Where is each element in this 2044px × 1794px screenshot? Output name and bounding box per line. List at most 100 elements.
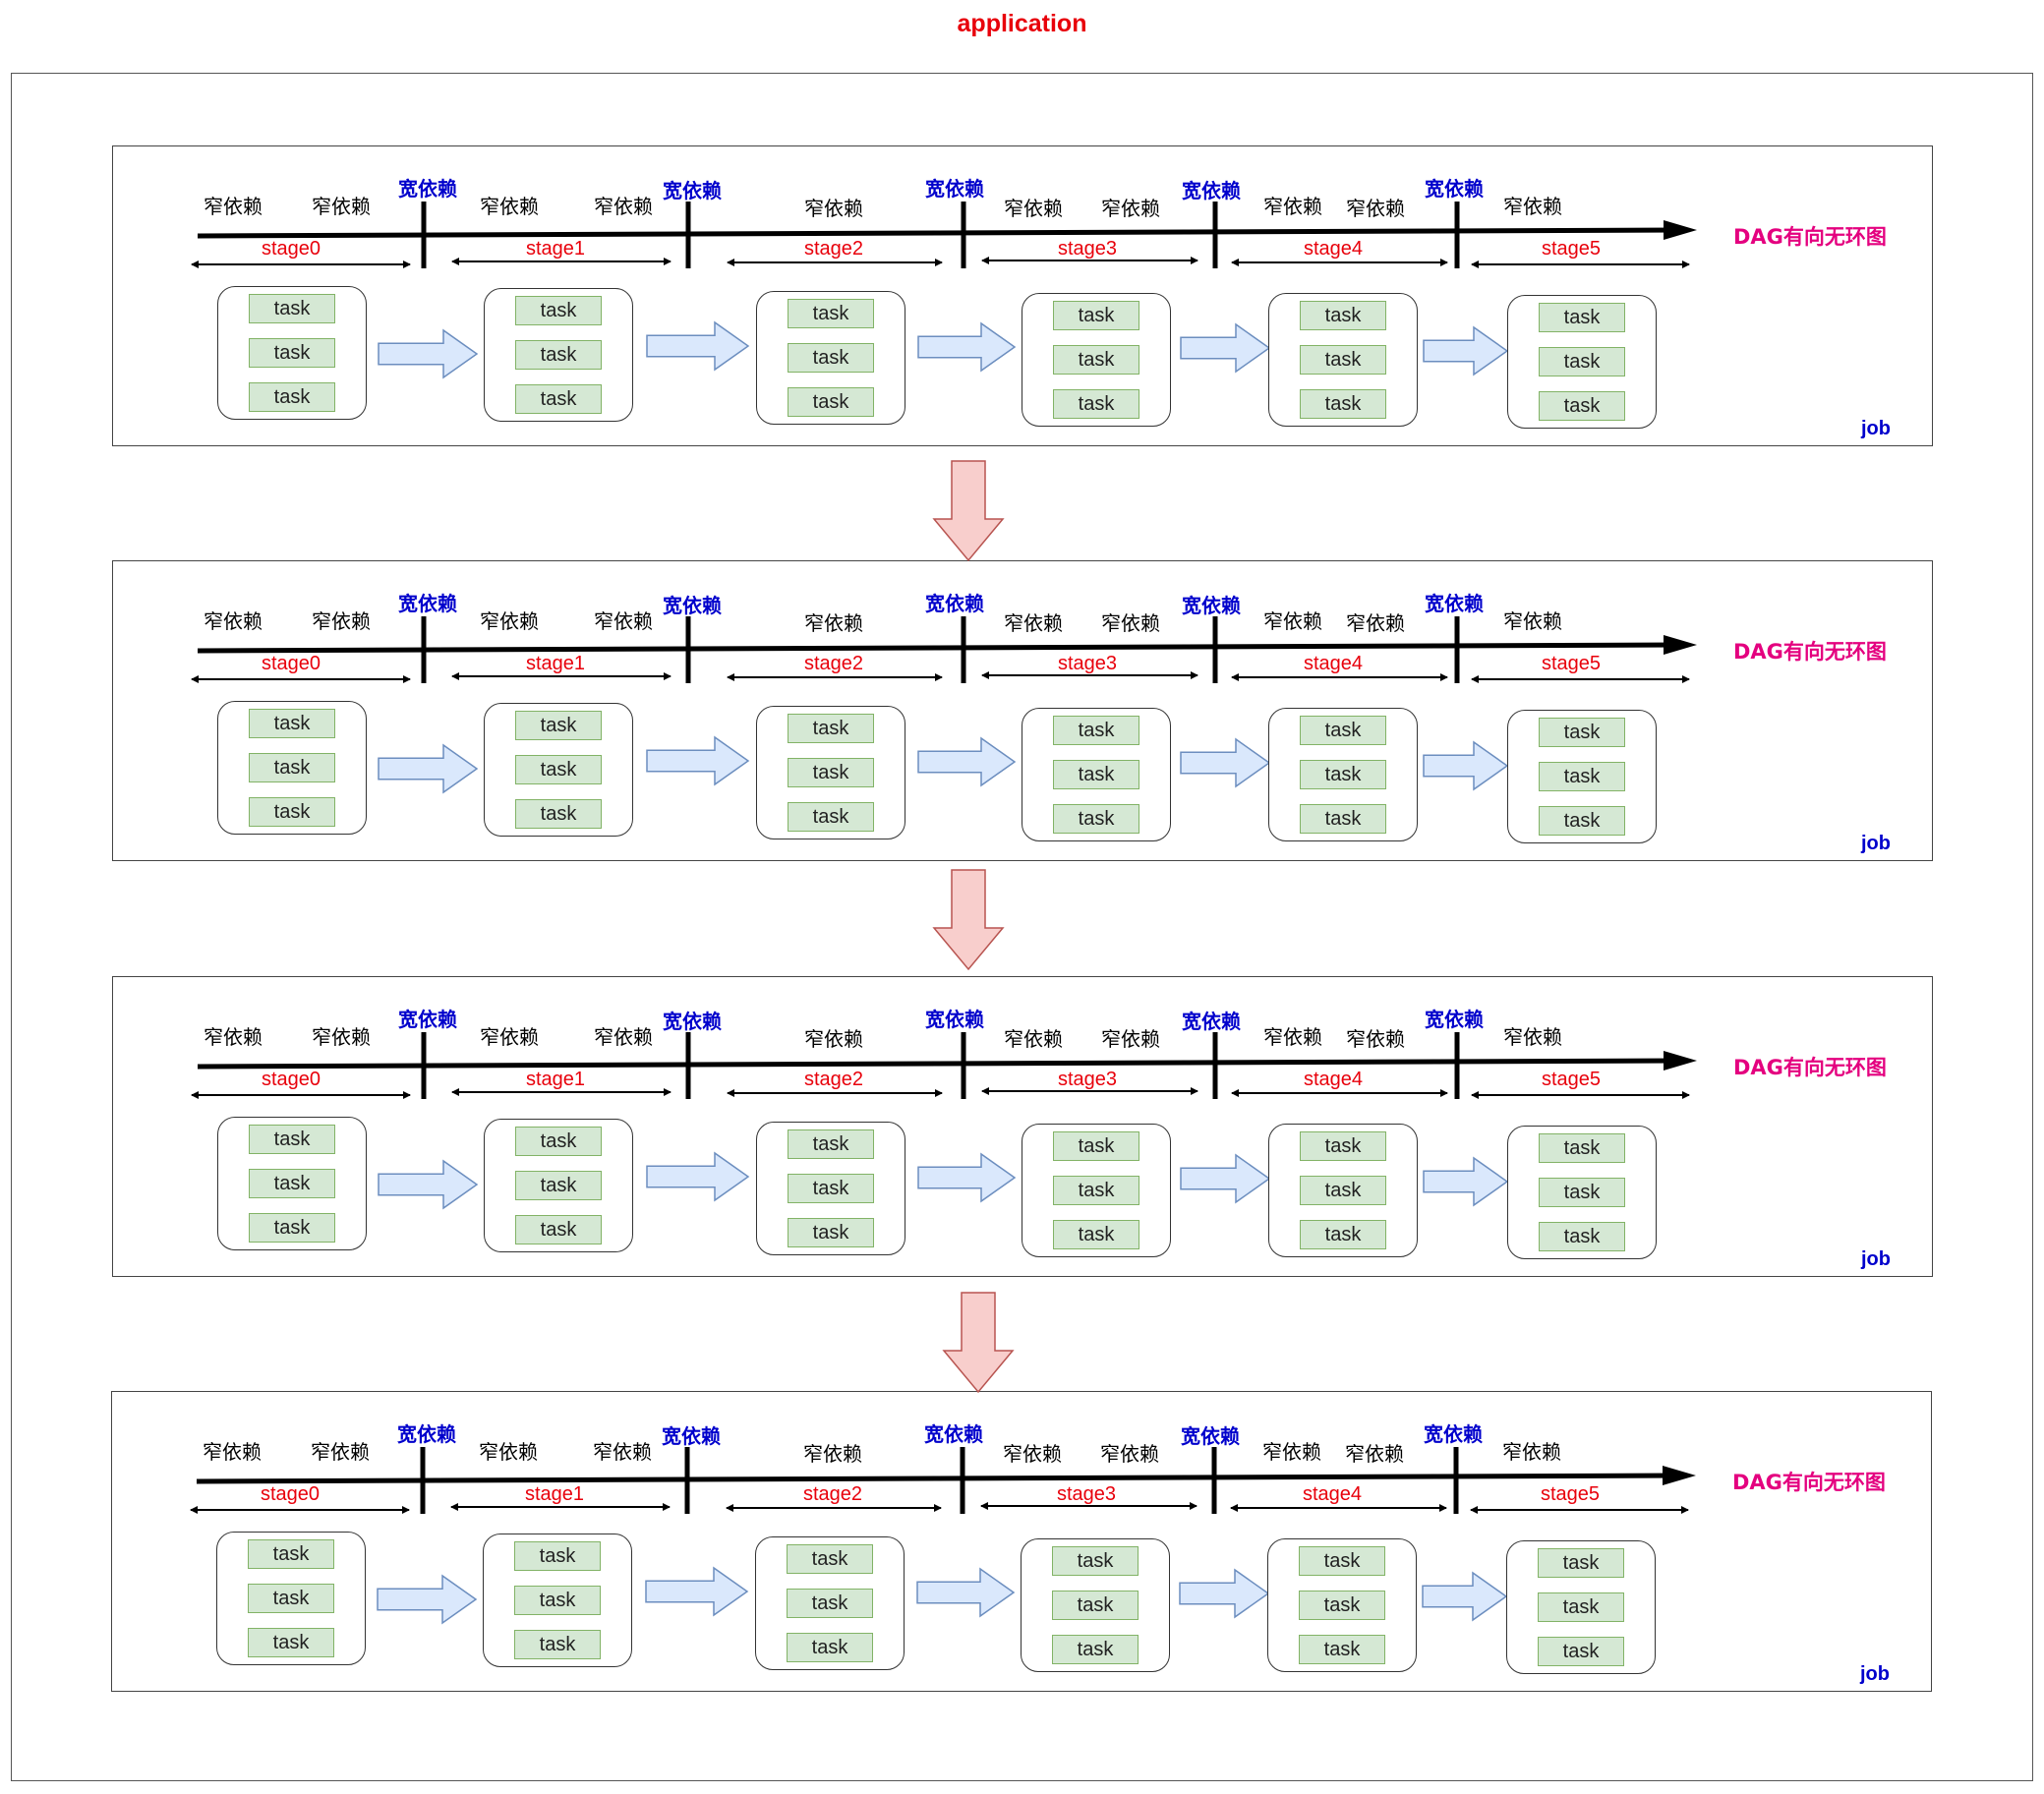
stage-label: stage2 [803,238,864,260]
job-container: 窄依赖窄依赖窄依赖窄依赖窄依赖窄依赖窄依赖窄依赖窄依赖窄依赖宽依赖宽依赖宽依赖宽… [112,976,1933,1277]
wide-dependency-label: 宽依赖 [1425,592,1484,615]
narrow-dependency-label: 窄依赖 [1101,197,1160,220]
job-diagram-svg [190,1447,1696,1625]
job-diagram-svg [191,1032,1697,1210]
stage-label: stage3 [1057,238,1118,260]
narrow-dependency-label: 窄依赖 [1004,611,1063,635]
dag-label: DAG有向无环图 [1733,225,1887,249]
task-box: task [1539,762,1625,791]
narrow-dependency-label: 窄依赖 [480,1025,539,1049]
task-box: task [515,799,602,829]
task-box: task [514,1586,601,1615]
task-box: task [1539,347,1625,376]
dag-timeline-arrowhead [1663,1466,1696,1485]
task-box: task [788,758,874,787]
narrow-dependency-label: 窄依赖 [1345,1442,1404,1466]
narrow-dependency-label: 窄依赖 [1100,1442,1159,1466]
task-box: task [249,1125,335,1154]
narrow-dependency-label: 窄依赖 [1262,1440,1321,1464]
job-label: job [1861,1248,1891,1270]
stage-label: stage0 [261,238,321,260]
task-box: task [248,1628,334,1657]
task-box: task [1300,716,1386,745]
dag-label: DAG有向无环图 [1733,1056,1887,1079]
task-box: task [1299,1591,1385,1620]
task-box: task [514,1630,601,1659]
task-box: task [788,387,874,417]
wide-dependency-label: 宽依赖 [1182,594,1241,617]
narrow-dependency-label: 窄依赖 [593,1440,652,1464]
narrow-dependency-label: 窄依赖 [1004,1027,1063,1051]
narrow-dependency-label: 窄依赖 [203,1440,262,1464]
task-box: task [1539,806,1625,836]
task-box: task [1300,1131,1386,1161]
narrow-dependency-label: 窄依赖 [480,195,539,218]
narrow-dependency-label: 窄依赖 [594,1025,653,1049]
stage-label: stage1 [525,653,586,674]
task-box: task [1300,760,1386,789]
stage-label: stage5 [1541,238,1602,260]
narrow-dependency-label: 窄依赖 [204,1025,263,1049]
wide-dependency-label: 宽依赖 [1182,1010,1241,1033]
application-frame [11,73,2033,1781]
narrow-dependency-label: 窄依赖 [311,1440,370,1464]
task-box: task [1053,345,1139,375]
job-container: 窄依赖窄依赖窄依赖窄依赖窄依赖窄依赖窄依赖窄依赖窄依赖窄依赖宽依赖宽依赖宽依赖宽… [111,1391,1932,1692]
narrow-dependency-label: 窄依赖 [1346,1027,1405,1051]
stage-flow-arrow [916,1567,1016,1618]
task-box: task [1539,391,1625,421]
task-box: task [788,714,874,743]
narrow-dependency-label: 窄依赖 [804,1027,863,1051]
narrow-dependency-label: 窄依赖 [1101,1027,1160,1051]
job-container: 窄依赖窄依赖窄依赖窄依赖窄依赖窄依赖窄依赖窄依赖窄依赖窄依赖宽依赖宽依赖宽依赖宽… [112,560,1933,861]
task-box: task [1300,804,1386,834]
task-box: task [515,755,602,784]
wide-dependency-label: 宽依赖 [1181,1424,1240,1448]
wide-dependency-label: 宽依赖 [662,1424,721,1448]
task-box: task [249,709,335,738]
stage-box: task task task [1507,710,1657,843]
stage-box: task task task [756,706,905,839]
task-box: task [1539,718,1625,747]
stage-label: stage0 [261,1069,321,1090]
stage-label: stage5 [1540,1483,1601,1505]
job-label: job [1860,1663,1890,1685]
narrow-dependency-label: 窄依赖 [204,609,263,633]
stage-flow-arrow [377,1574,478,1625]
task-box: task [1053,301,1139,330]
task-box: task [1538,1592,1624,1622]
narrow-dependency-label: 窄依赖 [804,197,863,220]
job-flow-arrow [942,1292,1015,1394]
task-box: task [1300,389,1386,419]
task-box: task [1053,1220,1139,1249]
task-box: task [788,343,874,373]
task-box: task [1053,804,1139,834]
dag-timeline-line [197,642,1679,654]
stage-label: stage1 [524,1483,585,1505]
task-box: task [1052,1546,1139,1576]
narrow-dependency-label: 窄依赖 [1263,1025,1322,1049]
stage-flow-arrow [646,320,750,372]
task-box: task [788,802,874,832]
task-box: task [1300,301,1386,330]
task-box: task [1052,1635,1139,1664]
stage-flow-arrow [1180,322,1271,374]
narrow-dependency-label: 窄依赖 [1502,1440,1561,1464]
stage-label: stage2 [803,653,864,674]
narrow-dependency-label: 窄依赖 [1503,195,1562,218]
task-box: task [788,1174,874,1203]
wide-dependency-label: 宽依赖 [663,179,722,203]
stage-label: stage5 [1541,1069,1602,1090]
wide-dependency-label: 宽依赖 [398,177,457,201]
wide-dependency-label: 宽依赖 [1424,1422,1483,1446]
task-box: task [249,1169,335,1198]
task-box: task [1053,716,1139,745]
narrow-dependency-label: 窄依赖 [1263,609,1322,633]
stage-label: stage2 [802,1483,863,1505]
